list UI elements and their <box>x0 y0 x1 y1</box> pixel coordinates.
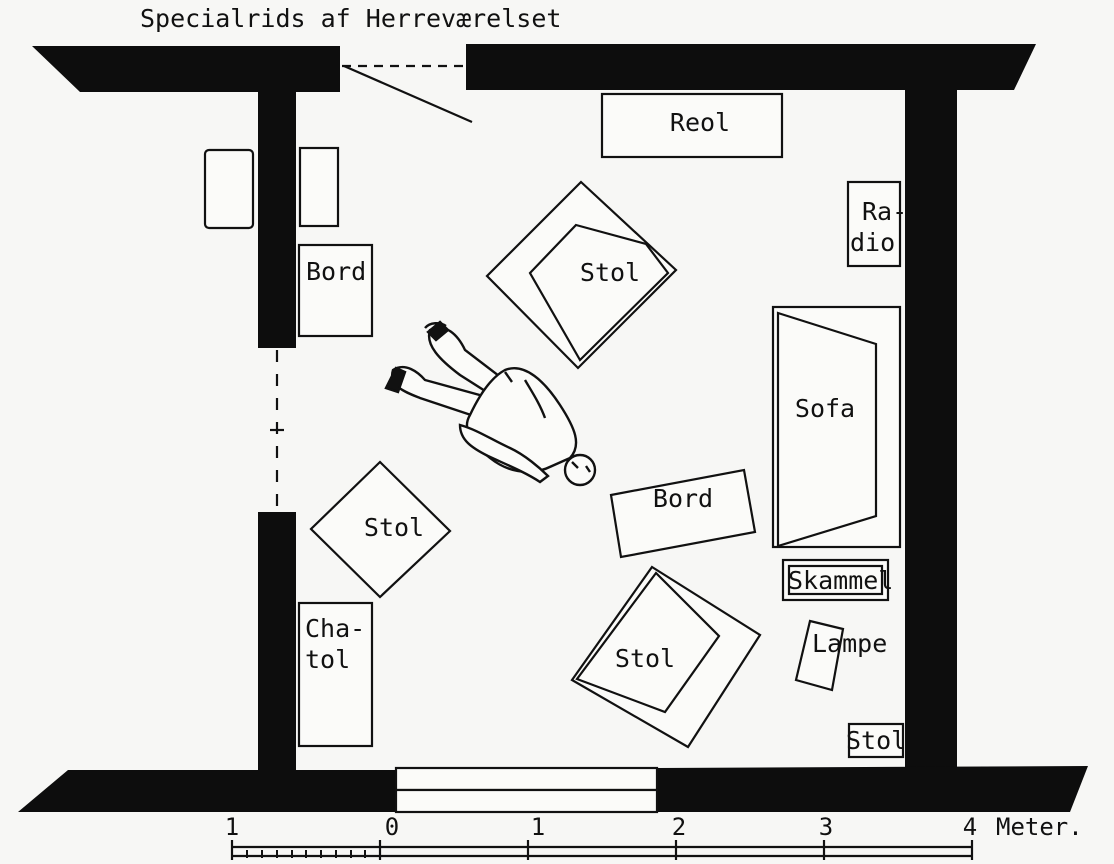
skammel-label: Skammel <box>788 566 893 595</box>
window-recess-outer <box>203 148 255 230</box>
bord-center: Bord <box>609 468 757 559</box>
right-wall <box>905 82 957 780</box>
inner-wall-lower <box>258 512 296 780</box>
reol-label: Reol <box>670 108 730 137</box>
stol-left: Stol <box>309 460 452 599</box>
scale-label-1: 1 <box>225 813 239 841</box>
doorstep-upper <box>394 766 659 792</box>
scale-label-0: 0 <box>385 813 399 841</box>
scale-subdivisions <box>246 850 366 858</box>
plan-title: Specialrids af Herreværelset <box>140 4 561 33</box>
bord-left: Bord <box>297 243 374 338</box>
scale-label-3m: 3 <box>819 813 833 841</box>
scale-label-2m: 2 <box>672 813 686 841</box>
radio: Ra- dio <box>846 180 907 268</box>
stol-small: Stol <box>846 722 906 759</box>
radio-label-line2: dio <box>850 228 895 257</box>
window-recess-inner <box>298 146 340 228</box>
radio-label-line1: Ra- <box>862 197 907 226</box>
bord-center-label: Bord <box>653 484 713 513</box>
chatol: Cha- tol <box>297 601 374 748</box>
lampe-label: Lampe <box>812 629 887 658</box>
door-swing-top <box>343 64 473 124</box>
stol-left-label: Stol <box>364 513 424 542</box>
lampe: Lampe <box>794 619 887 692</box>
bottom-wall-left <box>18 770 396 812</box>
scale-bar: 1 0 1 2 3 4 Meter. <box>225 813 1083 860</box>
stol-top-label: Stol <box>580 258 640 287</box>
stol-bottom: Stol <box>570 565 762 749</box>
sofa-label: Sofa <box>795 394 855 423</box>
stol-bottom-label: Stol <box>615 644 675 673</box>
inner-wall-upper <box>258 80 296 348</box>
scale-label-1m: 1 <box>531 813 545 841</box>
stol-small-label: Stol <box>846 726 906 755</box>
chatol-label-line1: Cha- <box>305 614 365 643</box>
top-wall-right <box>466 44 1036 90</box>
person-figure <box>384 320 597 487</box>
bord-left-label: Bord <box>306 257 366 286</box>
scale-unit: Meter. <box>996 813 1083 841</box>
walls <box>18 44 1088 812</box>
sofa: Sofa <box>771 305 902 549</box>
stol-top: Stol <box>485 180 678 370</box>
doorstep-lower <box>394 788 659 814</box>
doors <box>270 64 659 814</box>
chatol-label-line2: tol <box>305 645 350 674</box>
reol: Reol <box>600 92 784 159</box>
scale-label-4m: 4 <box>963 813 977 841</box>
skammel: Skammel <box>781 558 893 602</box>
bottom-wall-right <box>657 766 1088 812</box>
